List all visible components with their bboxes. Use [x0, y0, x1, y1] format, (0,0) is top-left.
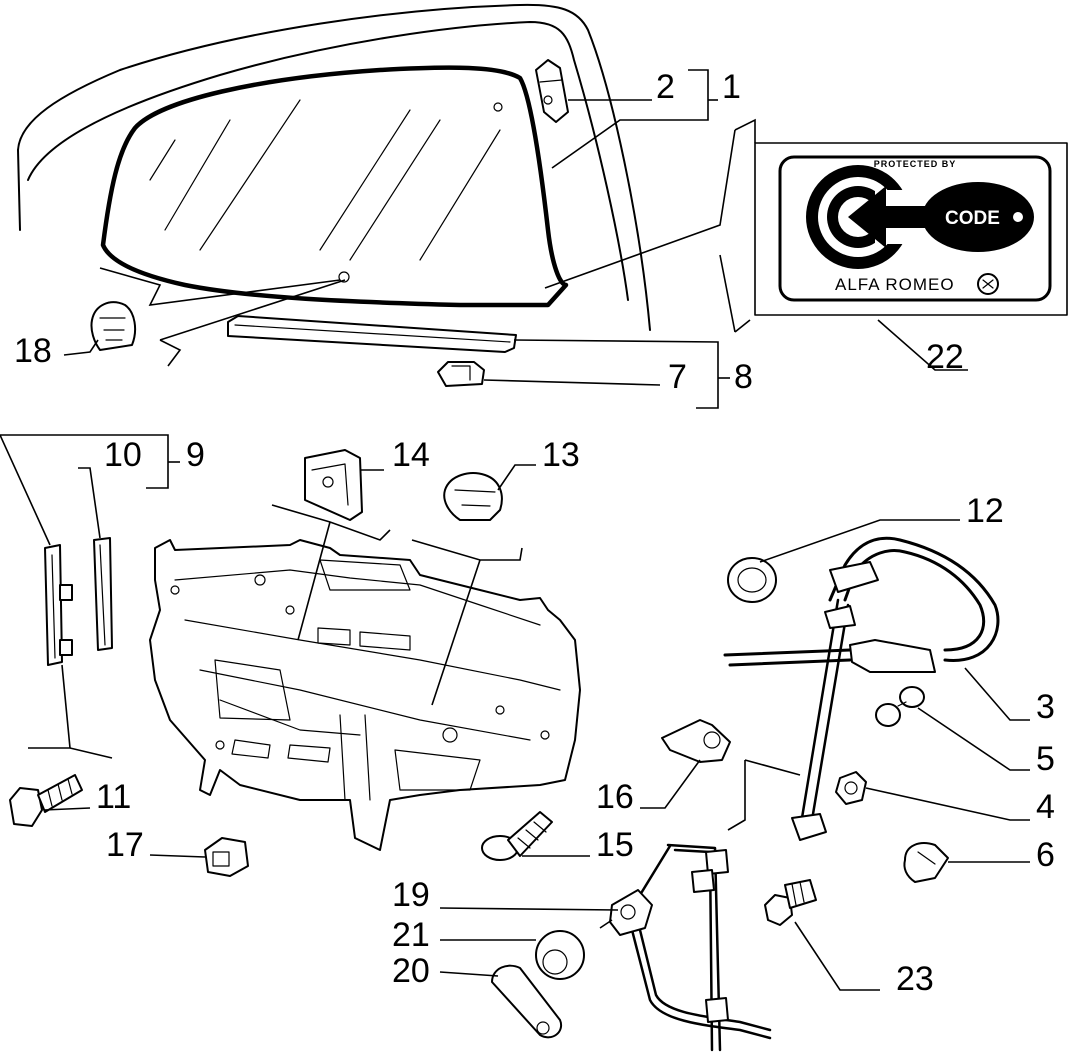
window-regulator-lower [609, 843, 772, 1052]
inner-door-panel [149, 539, 581, 851]
channel-clip [437, 361, 485, 387]
callout-20: 20 [392, 952, 430, 990]
callout-18: 18 [14, 332, 52, 370]
callout-12: 12 [966, 492, 1004, 530]
callout-22: 22 [926, 338, 964, 376]
callout-19: 19 [392, 876, 430, 914]
callout-6: 6 [1036, 836, 1055, 874]
bolt-11 [9, 774, 83, 827]
callout-labels: 2 1 22 18 7 8 10 9 14 13 12 3 5 4 6 11 1… [14, 68, 1055, 998]
callout-13: 13 [542, 436, 580, 474]
callout-4: 4 [1036, 788, 1055, 826]
grommet-5 [875, 686, 925, 727]
callout-15: 15 [596, 826, 634, 864]
badge-brand-text: ALFA ROMEO [835, 275, 955, 294]
push-pin-15 [481, 811, 553, 861]
callout-11: 11 [96, 778, 131, 816]
glass-channel [227, 315, 517, 353]
callout-3: 3 [1036, 688, 1055, 726]
code-badge: PROTECTED BY CODE ALFA ROMEO [754, 142, 1068, 316]
alfa-romeo-logo [977, 273, 999, 295]
grommet-17 [204, 837, 249, 877]
door-glass [100, 65, 569, 308]
callout-14: 14 [392, 436, 430, 474]
nut-4 [835, 771, 867, 805]
callout-21: 21 [392, 916, 430, 954]
plug-6 [903, 842, 949, 883]
callout-9: 9 [186, 436, 205, 474]
runner-10 [93, 537, 113, 651]
callout-10: 10 [104, 436, 142, 474]
hose-clamp-12 [727, 557, 777, 603]
callout-23: 23 [896, 960, 934, 998]
bracket-14 [304, 449, 363, 521]
callout-16: 16 [596, 778, 634, 816]
glass-guide-clip [535, 59, 569, 123]
runner-9 [44, 544, 73, 666]
door-frame [17, 3, 651, 331]
clip-13 [443, 472, 503, 521]
badge-protected-by: PROTECTED BY [874, 159, 957, 169]
callout-1: 1 [722, 68, 741, 106]
bushing-21 [535, 930, 585, 980]
callout-17: 17 [106, 826, 144, 864]
window-crank-20 [491, 964, 563, 1039]
glass-clip-18 [90, 301, 137, 351]
leader-lines [0, 69, 1030, 991]
callout-2: 2 [656, 68, 675, 106]
callout-7: 7 [668, 358, 687, 396]
callout-8: 8 [734, 358, 753, 396]
callout-5: 5 [1036, 740, 1055, 778]
regulator-cable-assembly [723, 536, 1000, 841]
bolt-23 [764, 879, 817, 926]
cable-clip-16 [661, 719, 731, 763]
badge-code-text: CODE [945, 208, 1000, 229]
